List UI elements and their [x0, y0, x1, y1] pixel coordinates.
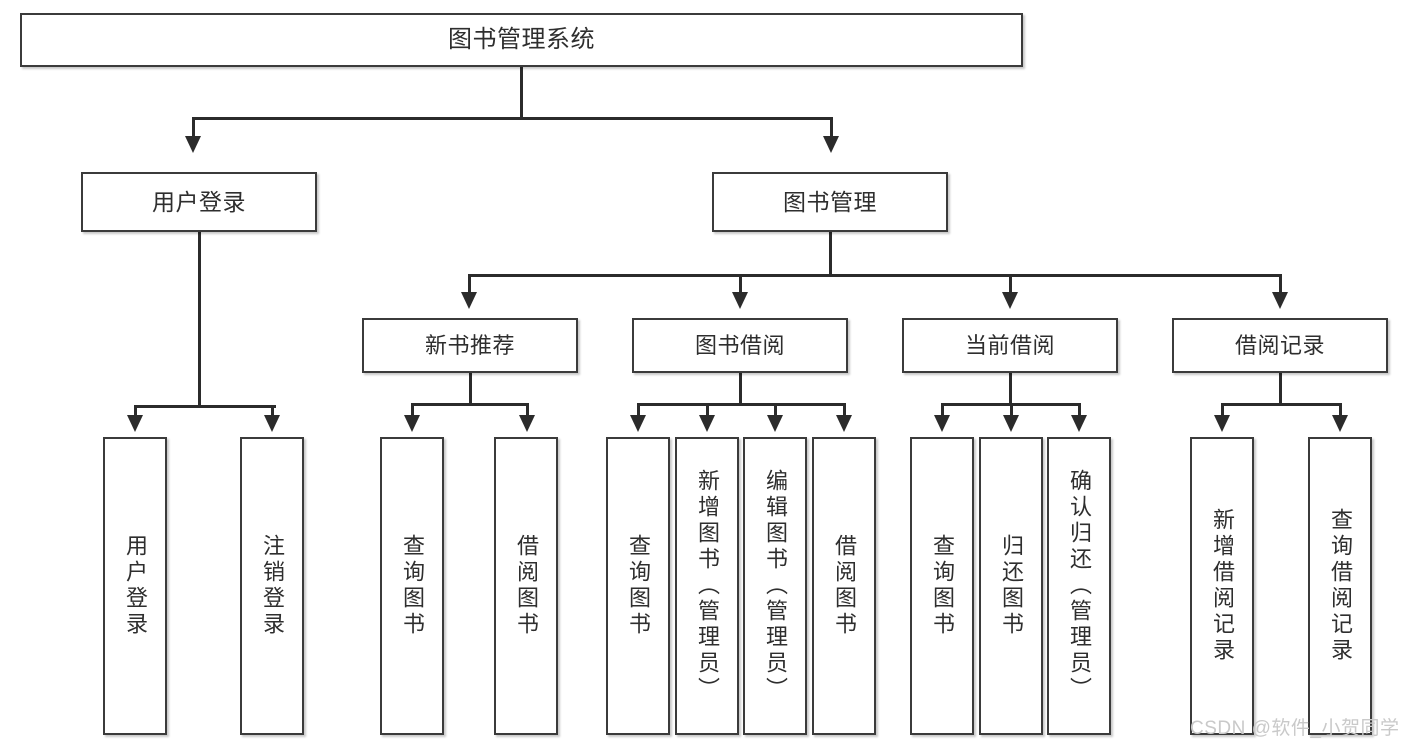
- connector-cb-drop-3: [1078, 403, 1081, 418]
- connector-root-to-book-manage: [830, 117, 833, 139]
- connector-root-to-user-login: [192, 117, 195, 139]
- connector-bb-drop-1: [637, 403, 640, 418]
- connector-user-login-drop-1: [134, 405, 137, 418]
- connector-user-login-bus: [134, 405, 276, 408]
- leaf-label: 查询图书: [930, 534, 955, 638]
- leaf-new-book-recommend-2[interactable]: 借阅图书: [494, 437, 558, 735]
- connector-new-book-recommend-stem: [469, 373, 472, 405]
- leaf-current-borrow-2[interactable]: 归还图书: [979, 437, 1043, 735]
- arrow-nbr-leaf-1: [404, 415, 420, 432]
- node-root-label: 图书管理系统: [448, 26, 595, 54]
- arrow-br-leaf-2: [1332, 415, 1348, 432]
- connector-root-bus: [192, 117, 832, 120]
- connector-user-login-stem: [198, 232, 201, 407]
- arrow-user-login-leaf-1: [127, 415, 143, 432]
- arrow-to-current-borrow: [1002, 292, 1018, 309]
- arrow-to-new-book-recommend: [461, 292, 477, 309]
- arrow-to-book-borrow: [732, 292, 748, 309]
- node-borrow-record[interactable]: 借阅记录: [1172, 318, 1388, 373]
- arrow-bb-leaf-4: [836, 415, 852, 432]
- csdn-watermark: CSDN @软件_小贺同学: [1190, 718, 1400, 739]
- leaf-label: 注销登录: [260, 534, 285, 638]
- leaf-label: 查询图书: [626, 534, 651, 638]
- connector-br-drop-2: [1339, 403, 1342, 418]
- leaf-book-borrow-1[interactable]: 查询图书: [606, 437, 670, 735]
- node-new-book-recommend[interactable]: 新书推荐: [362, 318, 578, 373]
- node-book-manage[interactable]: 图书管理: [712, 172, 948, 232]
- node-current-borrow-label: 当前借阅: [964, 332, 1055, 358]
- leaf-user-login-1[interactable]: 用户登录: [103, 437, 167, 735]
- arrow-cb-leaf-3: [1071, 415, 1087, 432]
- leaf-label: 借阅图书: [514, 534, 539, 638]
- connector-current-borrow-stem: [1009, 373, 1012, 405]
- connector-root-stem: [520, 67, 523, 118]
- connector-book-borrow-bus: [637, 403, 845, 406]
- connector-book-manage-drop-1: [468, 274, 471, 294]
- node-user-login-label: 用户登录: [152, 188, 246, 215]
- connector-nbr-drop-1: [411, 403, 414, 418]
- arrow-nbr-leaf-2: [519, 415, 535, 432]
- leaf-label: 新增图书（管理员）: [695, 469, 720, 703]
- connector-cb-drop-2: [1010, 403, 1013, 418]
- arrow-bb-leaf-2: [699, 415, 715, 432]
- arrow-to-borrow-record: [1272, 292, 1288, 309]
- arrow-bb-leaf-3: [767, 415, 783, 432]
- leaf-label: 归还图书: [999, 534, 1024, 638]
- node-book-borrow-label: 图书借阅: [694, 332, 785, 358]
- node-book-borrow[interactable]: 图书借阅: [632, 318, 848, 373]
- leaf-current-borrow-3[interactable]: 确认归还（管理员）: [1047, 437, 1111, 735]
- arrow-user-login-leaf-2: [264, 415, 280, 432]
- leaf-label: 查询借阅记录: [1328, 508, 1353, 664]
- leaf-label: 查询图书: [400, 534, 425, 638]
- node-borrow-record-label: 借阅记录: [1234, 332, 1325, 358]
- connector-borrow-record-stem: [1279, 373, 1282, 405]
- leaf-label: 借阅图书: [832, 534, 857, 638]
- connector-bb-drop-2: [706, 403, 709, 418]
- arrow-cb-leaf-1: [934, 415, 950, 432]
- leaf-label: 确认归还（管理员）: [1067, 469, 1092, 703]
- node-book-manage-label: 图书管理: [783, 188, 877, 215]
- connector-user-login-drop-2: [271, 405, 274, 418]
- connector-book-manage-drop-2: [739, 274, 742, 294]
- arrow-root-to-user-login: [185, 136, 201, 153]
- connector-book-manage-stem: [829, 232, 832, 276]
- connector-bb-drop-4: [843, 403, 846, 418]
- leaf-borrow-record-1[interactable]: 新增借阅记录: [1190, 437, 1254, 735]
- leaf-borrow-record-2[interactable]: 查询借阅记录: [1308, 437, 1372, 735]
- node-user-login[interactable]: 用户登录: [81, 172, 317, 232]
- leaf-book-borrow-4[interactable]: 借阅图书: [812, 437, 876, 735]
- connector-new-book-recommend-bus: [411, 403, 528, 406]
- node-root[interactable]: 图书管理系统: [20, 13, 1023, 67]
- leaf-book-borrow-2[interactable]: 新增图书（管理员）: [675, 437, 739, 735]
- arrow-bb-leaf-1: [630, 415, 646, 432]
- connector-book-manage-bus: [468, 274, 1280, 277]
- node-current-borrow[interactable]: 当前借阅: [902, 318, 1118, 373]
- connector-bb-drop-3: [774, 403, 777, 418]
- arrow-cb-leaf-2: [1003, 415, 1019, 432]
- connector-borrow-record-bus: [1221, 403, 1341, 406]
- leaf-label: 新增借阅记录: [1210, 508, 1235, 664]
- connector-book-manage-drop-4: [1279, 274, 1282, 294]
- arrow-br-leaf-1: [1214, 415, 1230, 432]
- connector-cb-drop-1: [941, 403, 944, 418]
- connector-book-borrow-stem: [739, 373, 742, 405]
- connector-br-drop-1: [1221, 403, 1224, 418]
- leaf-current-borrow-1[interactable]: 查询图书: [910, 437, 974, 735]
- leaf-user-login-2[interactable]: 注销登录: [240, 437, 304, 735]
- leaf-book-borrow-3[interactable]: 编辑图书（管理员）: [743, 437, 807, 735]
- node-new-book-recommend-label: 新书推荐: [424, 332, 515, 358]
- leaf-label: 编辑图书（管理员）: [763, 469, 788, 703]
- leaf-new-book-recommend-1[interactable]: 查询图书: [380, 437, 444, 735]
- connector-nbr-drop-2: [526, 403, 529, 418]
- arrow-root-to-book-manage: [823, 136, 839, 153]
- leaf-label: 用户登录: [123, 534, 148, 638]
- connector-book-manage-drop-3: [1009, 274, 1012, 294]
